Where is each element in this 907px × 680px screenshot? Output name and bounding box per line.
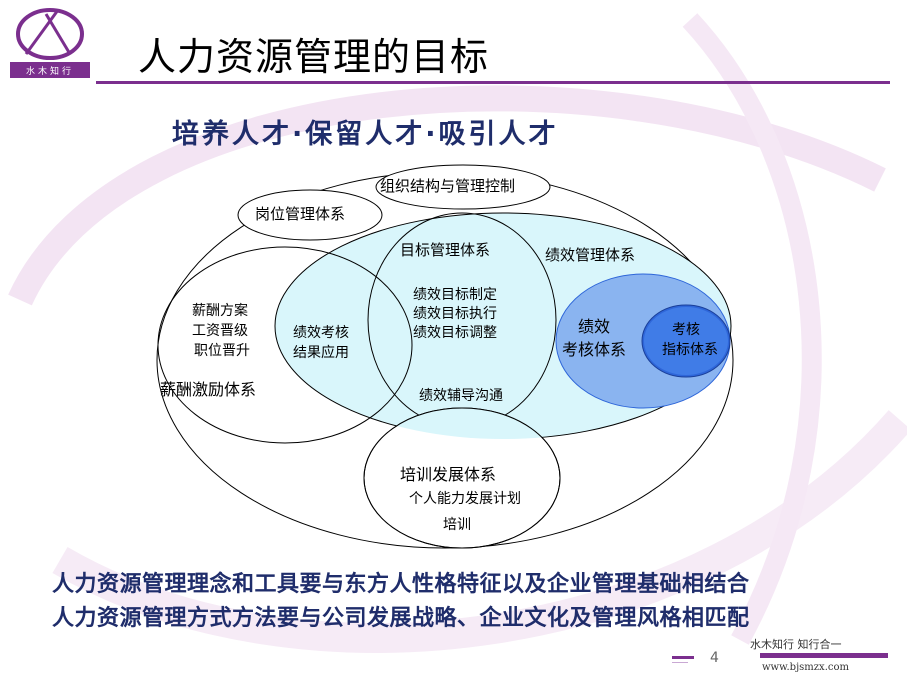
label-target-item-3: 绩效目标调整 xyxy=(413,325,497,341)
label-salary-system: 薪酬激励体系 xyxy=(160,380,257,399)
salary-ellipse xyxy=(157,246,413,444)
label-salary-item-2: 工资晋级 xyxy=(192,323,248,339)
label-perf-apply-2: 结果应用 xyxy=(293,345,349,361)
page-number: 4 xyxy=(710,650,719,666)
label-org-control: 组织结构与管理控制 xyxy=(380,177,516,195)
label-target-item-1: 绩效目标制定 xyxy=(413,287,497,303)
brand-slogan: 水木知行 知行合一 xyxy=(750,638,842,651)
org-control-ellipse xyxy=(375,164,551,210)
post-mgmt-ellipse xyxy=(237,189,383,241)
label-target-item-2: 绩效目标执行 xyxy=(413,306,497,322)
label-salary-item-3: 职位晋升 xyxy=(194,343,250,359)
label-perf-eval-2: 考核体系 xyxy=(562,340,627,359)
label-perf-apply-1: 绩效考核 xyxy=(293,325,349,341)
label-perf-eval-1: 绩效 xyxy=(578,317,611,336)
brand-url: www.bjsmzx.com xyxy=(762,662,849,673)
label-training-item-1: 个人能力发展计划 xyxy=(409,491,521,507)
label-target-mgmt: 目标管理体系 xyxy=(400,241,491,259)
subtitle: 培养人才·保留人才·吸引人才 xyxy=(172,119,559,150)
label-training-item-2: 培训 xyxy=(443,517,471,533)
label-salary-item-1: 薪酬方案 xyxy=(192,303,248,319)
label-training-system: 培训发展体系 xyxy=(400,465,497,484)
label-eval-index-1: 考核 xyxy=(672,322,700,338)
logo-text: 水木知行 xyxy=(25,67,74,77)
statement-line-2: 人力资源管理方式方法要与公司发展战略、企业文化及管理风格相匹配 xyxy=(52,606,750,631)
page-title: 人力资源管理的目标 xyxy=(138,35,490,79)
label-coach: 绩效辅导沟通 xyxy=(419,388,503,404)
footer-accent-line xyxy=(672,656,694,659)
footer-accent-line-thin xyxy=(672,662,688,663)
label-perf-mgmt: 绩效管理体系 xyxy=(545,246,636,264)
company-logo xyxy=(6,4,94,80)
statement-line-1: 人力资源管理理念和工具要与东方人性格特征以及企业管理基础相结合 xyxy=(52,572,750,597)
label-post-mgmt: 岗位管理体系 xyxy=(255,205,346,223)
brand-bar xyxy=(760,653,888,658)
label-eval-index-2: 指标体系 xyxy=(662,342,718,358)
title-divider xyxy=(96,81,890,84)
